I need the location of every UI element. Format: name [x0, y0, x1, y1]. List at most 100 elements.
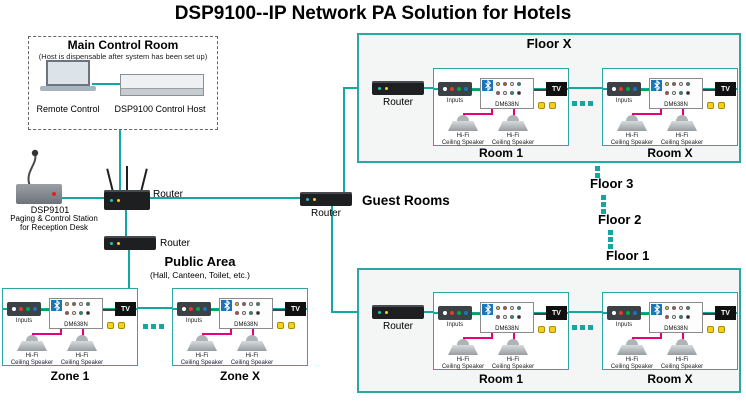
tv: TV [285, 302, 306, 316]
inputs-device [607, 306, 641, 320]
inputs-device [438, 306, 472, 320]
dm638n-device: DM638N [480, 78, 534, 109]
speaker-wire [491, 109, 493, 114]
continuation-dot [580, 325, 585, 330]
connector [72, 302, 76, 306]
input-port [632, 311, 637, 315]
connector [249, 302, 253, 306]
input-port [611, 311, 616, 315]
connector [517, 306, 521, 310]
router-led [385, 87, 388, 90]
connector [235, 302, 239, 306]
connector-row [496, 315, 521, 319]
continuation-dot [572, 325, 577, 330]
connector [65, 302, 69, 306]
speaker-wire [230, 329, 232, 334]
speaker-wire [660, 109, 662, 114]
continuation-dot [608, 230, 613, 235]
input-port [463, 87, 468, 91]
ceiling-speaker [617, 115, 647, 132]
ceiling-speaker [498, 115, 528, 132]
speaker-label: Hi-Fi Ceiling Speaker [9, 353, 55, 367]
speaker-horn [187, 341, 217, 351]
speaker-wire [463, 113, 493, 115]
router-label: Router [382, 97, 413, 108]
router-led [378, 87, 381, 90]
connector [672, 82, 676, 86]
speaker-horn [237, 341, 267, 351]
speaker-label-line1: Hi-Fi [195, 353, 209, 359]
connector [517, 315, 521, 319]
connector [665, 306, 669, 310]
input-port [625, 87, 630, 91]
audio-wire-green [472, 89, 480, 91]
tv-wire [703, 89, 715, 91]
audio-wire-green [41, 309, 49, 311]
guest-rooms-label: Guest Rooms [362, 193, 450, 208]
inputs-label: Inputs [446, 98, 464, 104]
floor-1-label: Floor 1 [606, 248, 650, 263]
connector [679, 315, 683, 319]
control-host-label: DSP9100 Control Host [114, 104, 206, 114]
floor-2-label: Floor 2 [598, 212, 642, 227]
speaker-label-line1: Hi-Fi [506, 357, 520, 363]
speaker-label-line1: Hi-Fi [675, 133, 689, 139]
room-unit: Inputs DM638N TV Hi-Fi Ceiling Speaker [433, 68, 569, 146]
ceiling-speaker [448, 339, 478, 356]
input-port [449, 87, 454, 91]
tv: TV [546, 306, 567, 320]
tv: TV [115, 302, 136, 316]
connector-row [235, 302, 260, 306]
connector-row [235, 311, 260, 315]
speaker-label: Hi-Fi Ceiling Speaker [440, 133, 486, 147]
input-port [202, 307, 207, 311]
mic-icon [538, 102, 545, 109]
mic-icon [107, 322, 114, 329]
input-port [25, 307, 30, 311]
speaker-wire [82, 329, 84, 336]
room-unit: Inputs DM638N TV Hi-Fi Ceiling Speaker [602, 68, 738, 146]
bluetooth-icon [651, 304, 662, 315]
speaker-horn [617, 121, 647, 131]
router-led [313, 198, 316, 201]
speaker-label-line2: Ceiling Speaker [660, 139, 704, 146]
continuation-dot [608, 237, 613, 242]
input-port [18, 307, 23, 311]
device-label: DM638N [64, 322, 88, 328]
speaker-horn [448, 345, 478, 355]
connector-row [496, 306, 521, 310]
connector [503, 306, 507, 310]
router-label: Router [310, 208, 341, 219]
speaker-wire [252, 329, 254, 336]
speaker-dome [246, 335, 258, 342]
connector [496, 306, 500, 310]
continuation-dot [143, 324, 148, 329]
speaker-wire [202, 333, 232, 335]
connector [686, 82, 690, 86]
speaker-label-line2: Ceiling Speaker [230, 359, 274, 366]
connector [672, 91, 676, 95]
speaker-label: Hi-Fi Ceiling Speaker [659, 357, 705, 371]
connection-line [150, 197, 300, 199]
room-label: Room X [647, 146, 693, 160]
connector [503, 315, 507, 319]
mic-icon [538, 326, 545, 333]
control-room-subtitle: (Host is dispensable after system has be… [38, 52, 208, 61]
connection-line [569, 87, 602, 89]
speaker-dome [26, 335, 38, 342]
speaker-label-line1: Hi-Fi [456, 133, 470, 139]
router-icon [104, 236, 156, 250]
input-port [632, 87, 637, 91]
speaker-wire [632, 337, 634, 340]
speaker-dome [626, 115, 638, 122]
input-port [188, 307, 193, 311]
router-label: Router [153, 189, 184, 200]
connector [679, 306, 683, 310]
device-label: DM638N [495, 326, 519, 332]
speaker-label: Hi-Fi Ceiling Speaker [609, 133, 655, 147]
speaker-horn [498, 121, 528, 131]
speaker-dome [676, 339, 688, 346]
dm638n-device: DM638N [649, 302, 703, 333]
connection-line [331, 206, 333, 312]
connection-line [138, 307, 172, 309]
